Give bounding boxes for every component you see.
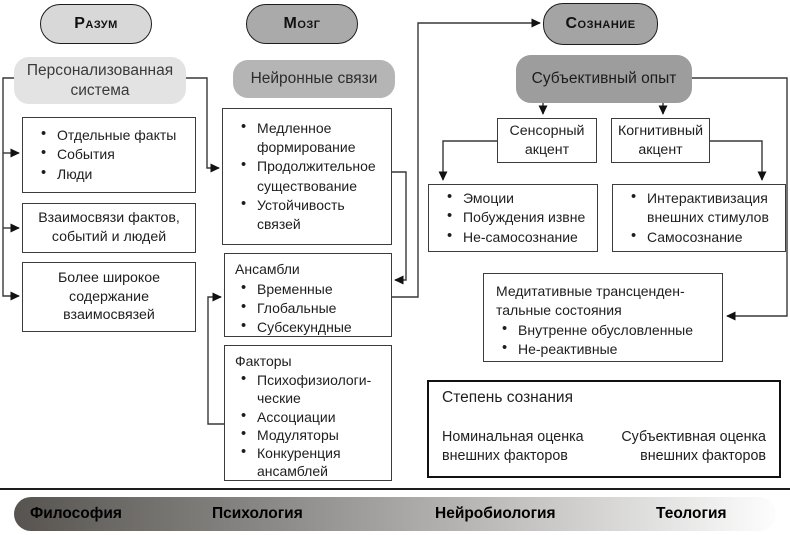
bar-label-psychology: Психология: [212, 505, 303, 522]
box-degree-of-consciousness: Степень сознания Номинальная оценка внеш…: [427, 380, 781, 478]
bar-label-theology: Теология: [656, 505, 727, 522]
box-ensembles: Ансамбли Временные Глобальные Субсекундн…: [224, 253, 392, 337]
degree-right-label: Субъективная оценка внешних факторов: [621, 429, 766, 464]
node-mind: Разум: [40, 4, 152, 44]
label-subjective-experience: Субъективный опыт: [516, 55, 692, 103]
list-item: Ассоциации: [235, 407, 383, 426]
list-item: Побуждения извне: [441, 207, 589, 227]
separator-line: [0, 488, 790, 491]
list-item: Психофизиологи­ческие: [235, 370, 383, 407]
list-item: Конкуренция ансамблей: [235, 443, 383, 480]
list-item: События: [35, 144, 187, 164]
list-item: Интерактивизация внешних стимулов: [625, 188, 777, 227]
box-broader-content: Более широкое содержание взаимосвязей: [22, 262, 196, 332]
degree-title: Степень сознания: [442, 389, 573, 406]
bottom-gradient-bar: Философия Психология Нейробиология Теоло…: [14, 497, 776, 531]
box-slow-formation: Медленное формирование Продолжительное с…: [222, 108, 392, 245]
box-emotions: Эмоции Побуждения извне Не-самосознание: [428, 184, 598, 252]
list-item: Не-самосознание: [441, 227, 589, 247]
list-item: Люди: [35, 164, 187, 184]
box-fact-relations: Взаимосвязи фактов, событий и людей: [22, 203, 196, 253]
list-item: Продолжительное существование: [235, 156, 376, 195]
list-item: Глобальные: [235, 298, 383, 318]
list-item: Медленное формирование: [235, 118, 375, 157]
bar-label-philosophy: Философия: [30, 505, 122, 522]
box-sensory-accent: Сенсорный акцент: [497, 118, 597, 163]
degree-left-label: Номинальная оценка внешних факторов: [442, 429, 584, 464]
list-item: Отдельные факты: [35, 125, 187, 145]
box-meditative-states: Медитативные трансценден­тальные состоян…: [483, 273, 723, 362]
label-neural-connections: Нейронные связи: [233, 60, 395, 98]
box-cognitive-accent: Когнитивный акцент: [611, 118, 710, 163]
list-item: Самосознание: [625, 227, 777, 247]
list-item: Субсекундные: [235, 317, 383, 337]
node-consciousness: Сознание: [543, 3, 658, 45]
list-item: Внутренне обусловленные: [496, 320, 712, 340]
box-interactivization: Интерактивизация внешних стимулов Самосо…: [612, 184, 786, 252]
list-item: Не-реактивные: [496, 339, 712, 359]
list-item: Модуляторы: [235, 425, 383, 444]
list-item: Эмоции: [441, 188, 589, 208]
list-item: Временные: [235, 279, 383, 299]
bar-label-neurobiology: Нейробиология: [435, 505, 556, 522]
box-title: Медитативные трансценден­тальные состоян…: [496, 283, 685, 319]
list-item: Устойчивость связей: [235, 195, 375, 234]
label-personalized-system: Персонализованная система: [14, 57, 186, 104]
box-title: Ансамбли: [235, 261, 300, 277]
box-factors: Факторы Психофизиологи­ческие Ассоциации…: [224, 345, 392, 481]
box-individual-facts: Отдельные факты События Люди: [22, 117, 196, 193]
box-title: Факторы: [235, 353, 292, 369]
node-brain: Мозг: [246, 4, 358, 44]
